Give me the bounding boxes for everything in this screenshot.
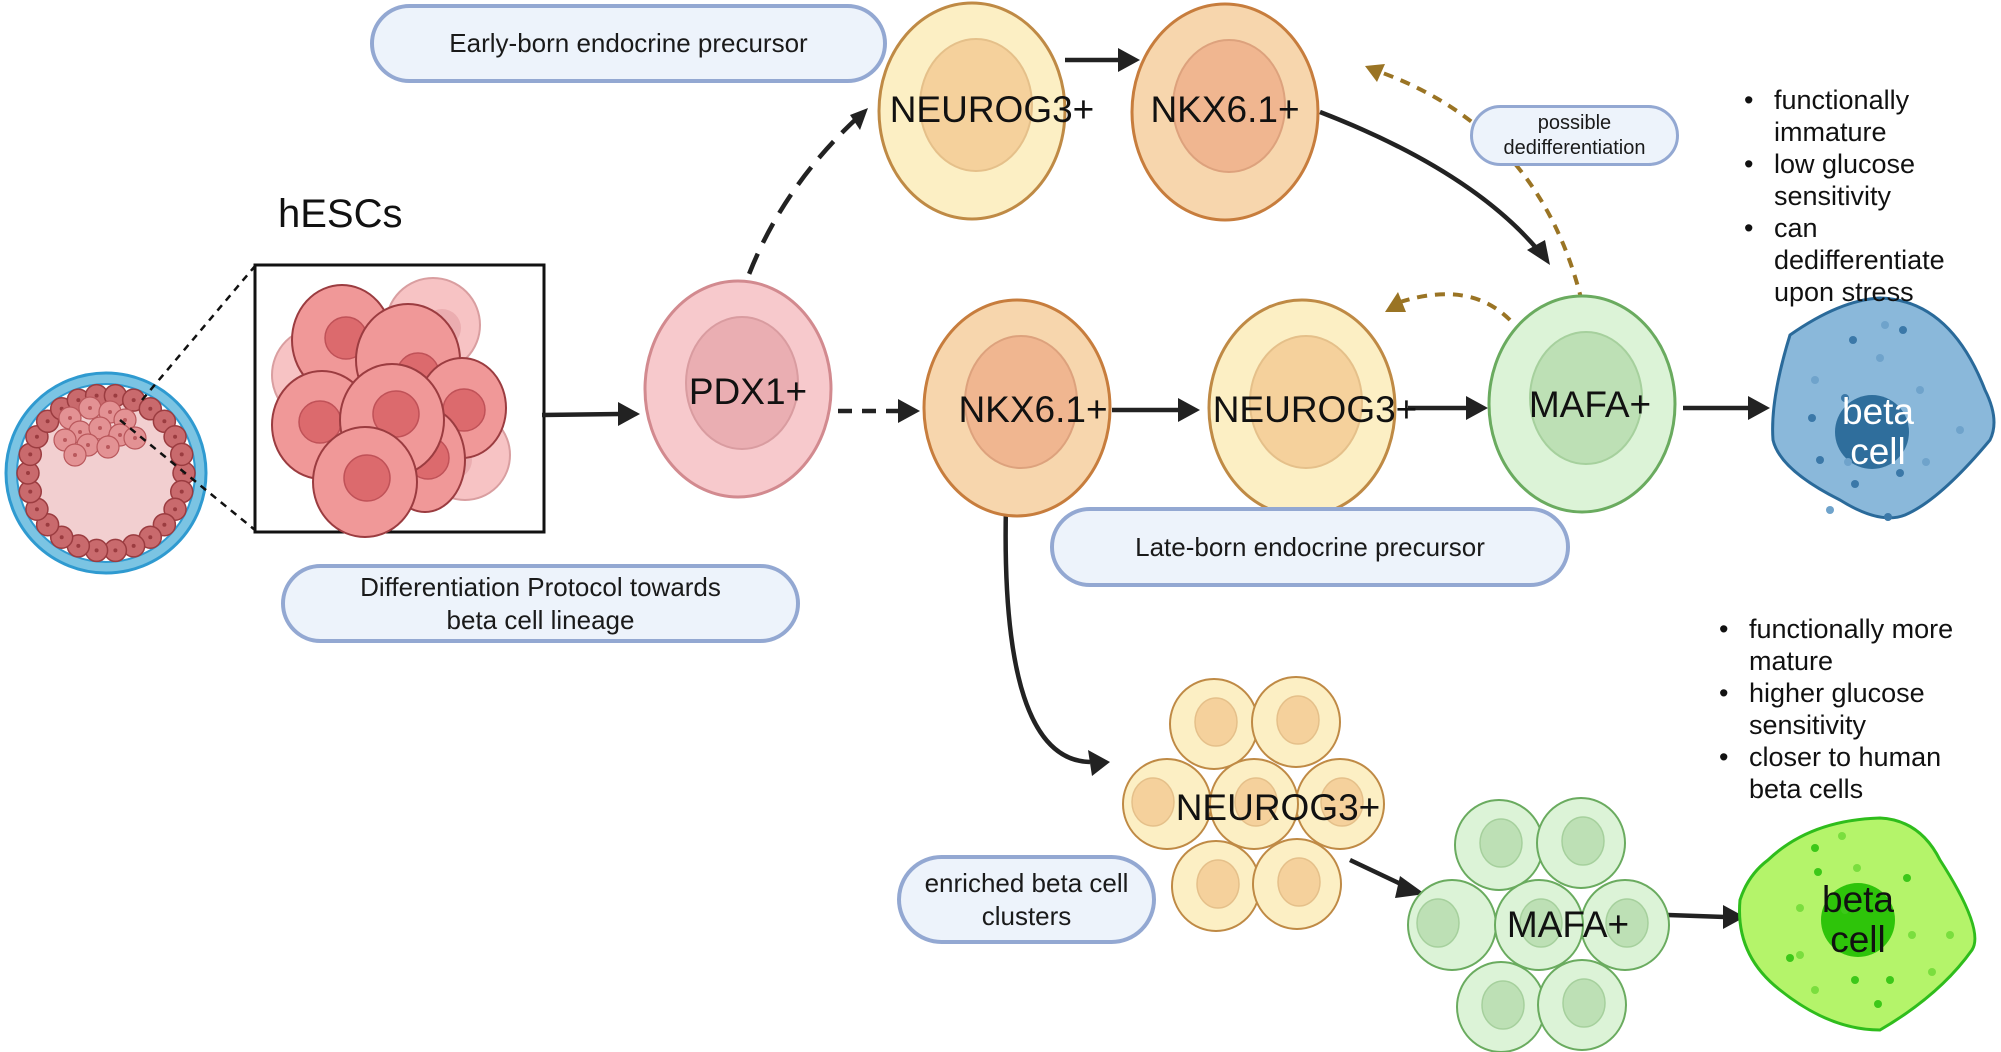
- hesc-colony-icon: [271, 277, 511, 538]
- hescs-title: hESCs: [278, 192, 403, 236]
- beta-cell-mature-icon: [1738, 816, 1977, 1032]
- dedifferentiation-arrowheads: [1365, 64, 1406, 312]
- granule: [1841, 906, 1849, 914]
- late-born-label: Late-born endocrine precursor: [1135, 531, 1485, 562]
- granule: [1851, 976, 1859, 984]
- beta-bottom-line2: cell: [1830, 919, 1886, 960]
- neurog3-cluster-icon: [1122, 676, 1385, 932]
- late-born-pill: Late-born endocrine precursor: [1050, 507, 1570, 587]
- granule: [1876, 354, 1884, 362]
- granule: [1808, 414, 1816, 422]
- early-born-label: Early-born endocrine precursor: [449, 28, 808, 59]
- arrow-top-nkx61-to-mafa: [1319, 109, 1540, 252]
- cell-label-cluster-neurog3: NEUROG3+: [1175, 787, 1381, 828]
- beta-top-line2: cell: [1850, 431, 1906, 472]
- cell-label-mid-nkx61: NKX6.1+: [958, 389, 1108, 430]
- inner-cell-mass-cell: [123, 426, 147, 450]
- granule: [1811, 986, 1819, 994]
- zoom-guide-bottom: [119, 419, 256, 531]
- mid-neurog3-cell-icon: [1207, 298, 1397, 518]
- beta-cell-mature-label: beta cell: [1822, 880, 1894, 960]
- granule: [1816, 456, 1824, 464]
- arrow-hesc-to-pdx1: [541, 411, 621, 418]
- granule: [1853, 864, 1861, 872]
- arrow-cluster-neurog3-to-mafa: [1349, 857, 1406, 889]
- cell-label-pdx1: PDX1+: [688, 371, 808, 412]
- enriched-clusters-pill: enriched beta cell clusters: [897, 855, 1156, 944]
- early-born-pill: Early-born endocrine precursor: [370, 4, 887, 83]
- granule: [1908, 931, 1916, 939]
- enriched-label-line1: enriched beta cell: [924, 868, 1129, 898]
- granule: [1814, 868, 1822, 876]
- granule: [1849, 336, 1857, 344]
- protocol-label-line1: Differentiation Protocol towards: [360, 572, 721, 602]
- arrow-cluster-mafa-to-beta: [1667, 912, 1726, 920]
- enriched-label-line2: clusters: [981, 900, 1072, 931]
- trophoblast-cell: [25, 497, 49, 521]
- granule: [1796, 951, 1804, 959]
- granule: [1946, 931, 1954, 939]
- mafa-cluster-icon: [1407, 797, 1670, 1052]
- mid-mafa-cell-icon: [1487, 294, 1677, 514]
- granule: [1886, 976, 1894, 984]
- granule: [1916, 386, 1924, 394]
- granule: [1838, 832, 1846, 840]
- beta-cell-immature-label: beta cell: [1842, 392, 1914, 472]
- cell-label-top-neurog3: NEUROG3+: [889, 89, 1095, 130]
- zoom-guide-top: [141, 265, 256, 401]
- arrows: [541, 57, 1750, 920]
- mid-nkx61-cell-icon: [922, 298, 1112, 518]
- granule: [1841, 394, 1849, 402]
- dedifferentiation-label-line2: dedifferentiation: [1503, 136, 1646, 159]
- granule: [1922, 458, 1930, 466]
- granule: [1844, 458, 1852, 466]
- granule: [1796, 904, 1804, 912]
- arrow-pdx1-to-top-neurog3: [735, 118, 857, 307]
- arrow-nkx61-to-cluster: [1003, 504, 1091, 765]
- granule: [1826, 506, 1834, 514]
- cell-label-mid-mafa: MAFA+: [1528, 384, 1652, 425]
- protocol-pill: Differentiation Protocol towards beta ce…: [281, 564, 800, 643]
- dedifferentiation-arrows: [1379, 70, 1584, 322]
- inner-cell-mass-cell: [96, 435, 120, 459]
- granule: [1903, 874, 1911, 882]
- top-neurog3-cell-icon: [877, 1, 1067, 221]
- granule: [1811, 844, 1819, 852]
- top-nkx61-cell-icon: [1130, 2, 1320, 222]
- granule: [1956, 426, 1964, 434]
- blastocyst-icon: [4, 371, 208, 575]
- granule: [1874, 1000, 1882, 1008]
- beta-cell-immature-icon: [1771, 296, 1996, 521]
- trophoblast-cell: [169, 442, 194, 467]
- inner-cell-mass-cell: [78, 396, 102, 420]
- pdx1-cell-icon: [643, 279, 833, 499]
- granule: [1896, 469, 1904, 477]
- cell-label-cluster-mafa: MAFA+: [1506, 904, 1630, 945]
- protocol-label-line2: beta cell lineage: [446, 604, 635, 635]
- beta-bottom-line1: beta: [1821, 879, 1895, 920]
- cell-label-top-nkx61: NKX6.1+: [1150, 89, 1300, 130]
- arrowheads: [618, 48, 1770, 929]
- cell-label-mid-neurog3: NEUROG3+: [1212, 389, 1418, 430]
- beta-top-line1: beta: [1841, 391, 1915, 432]
- dedifferentiation-pill: possible dedifferentiation: [1470, 105, 1679, 166]
- inner-cell-mass-cell: [63, 443, 87, 467]
- granule: [1899, 326, 1907, 334]
- granule: [1851, 480, 1859, 488]
- granule: [1884, 513, 1892, 521]
- granule: [1811, 376, 1819, 384]
- dedifferentiation-label-line1: possible: [1537, 111, 1612, 134]
- granule: [1881, 321, 1889, 329]
- granule: [1786, 954, 1794, 962]
- granule: [1928, 968, 1936, 976]
